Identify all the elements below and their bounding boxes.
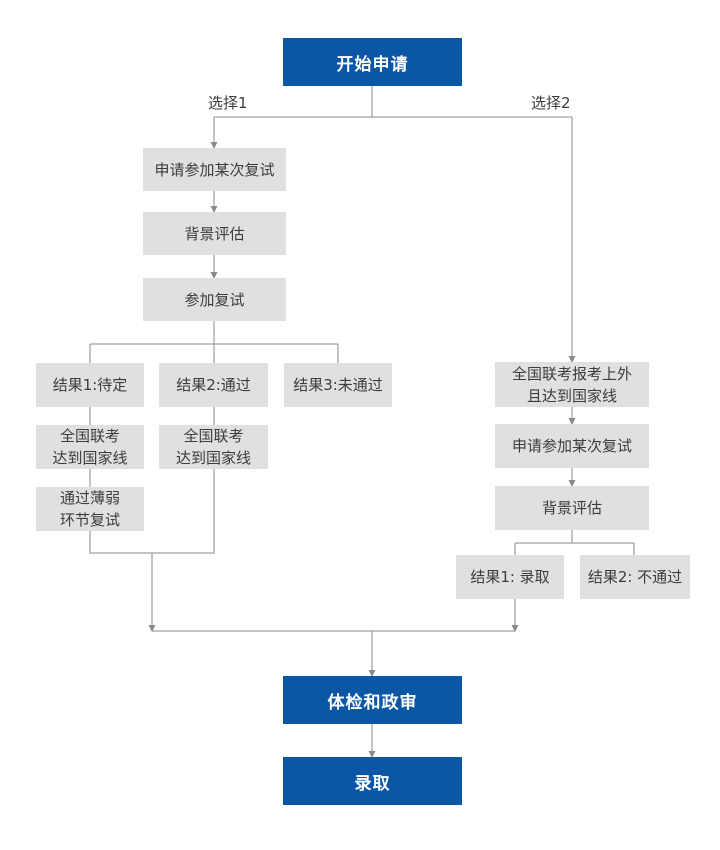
opt1-attend-retest: 参加复试: [143, 278, 286, 321]
opt2-national-line: 全国联考报考上外 且达到国家线: [495, 362, 649, 407]
opt1-apply-retest: 申请参加某次复试: [143, 148, 286, 191]
opt2-result-reject: 结果2: 不通过: [580, 555, 690, 599]
opt2-apply-retest: 申请参加某次复试: [495, 424, 649, 468]
start-node: 开始申请: [283, 38, 462, 86]
admission-node: 录取: [283, 757, 462, 805]
result-fail: 结果3:未通过: [284, 363, 392, 407]
opt2-background-assessment: 背景评估: [495, 486, 649, 530]
pending-national-line: 全国联考 达到国家线: [36, 425, 144, 469]
choice1-label: 选择1: [208, 94, 248, 112]
result-pass: 结果2:通过: [159, 363, 268, 407]
result-pending: 结果1:待定: [36, 363, 144, 407]
weak-link-retest: 通过薄弱 环节复试: [36, 487, 144, 531]
medical-political-check: 体检和政审: [283, 676, 462, 724]
opt2-result-admit: 结果1: 录取: [456, 555, 564, 599]
pass-national-line: 全国联考 达到国家线: [159, 425, 268, 469]
choice2-label: 选择2: [531, 94, 571, 112]
opt1-background-assessment: 背景评估: [143, 212, 286, 255]
